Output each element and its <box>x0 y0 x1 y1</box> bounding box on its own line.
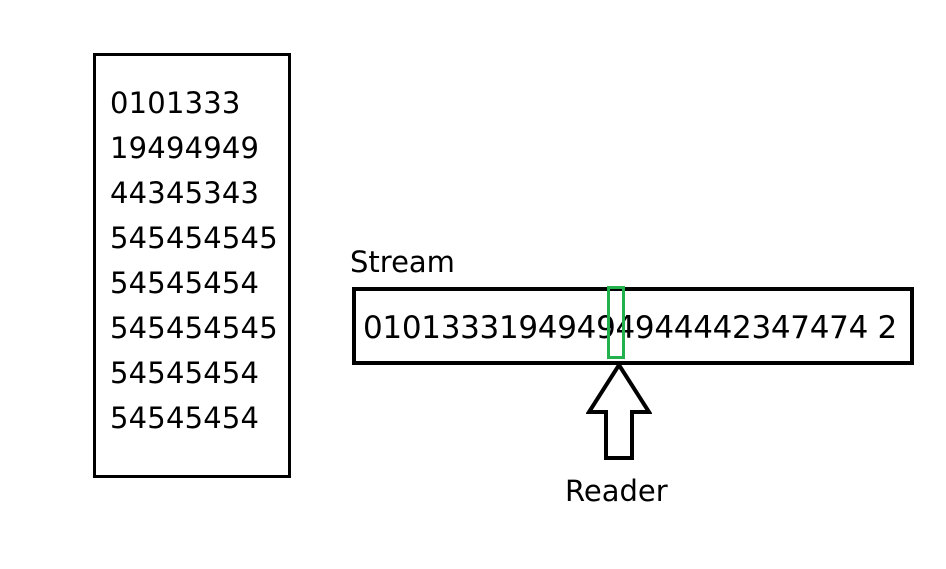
reader-label: Reader <box>565 474 668 508</box>
list-line: 54545454 <box>110 356 260 390</box>
stream-content: 01013331949494944442347474 2 <box>363 310 897 346</box>
list-line: 0101333 <box>110 86 241 120</box>
reader-position-highlight <box>607 286 625 359</box>
data-list-box: 0101333 19494949 44345343 545454545 5454… <box>93 53 291 478</box>
up-arrow-shape <box>586 362 652 460</box>
stream-label: Stream <box>350 245 455 279</box>
list-line: 545454545 <box>110 311 278 345</box>
list-line: 54545454 <box>110 401 260 435</box>
reader-arrow-icon <box>586 362 652 460</box>
list-line: 44345343 <box>110 176 260 210</box>
stream-box: 01013331949494944442347474 2 <box>352 287 914 365</box>
list-line: 54545454 <box>110 266 260 300</box>
list-line: 545454545 <box>110 221 278 255</box>
list-line: 19494949 <box>110 131 260 165</box>
